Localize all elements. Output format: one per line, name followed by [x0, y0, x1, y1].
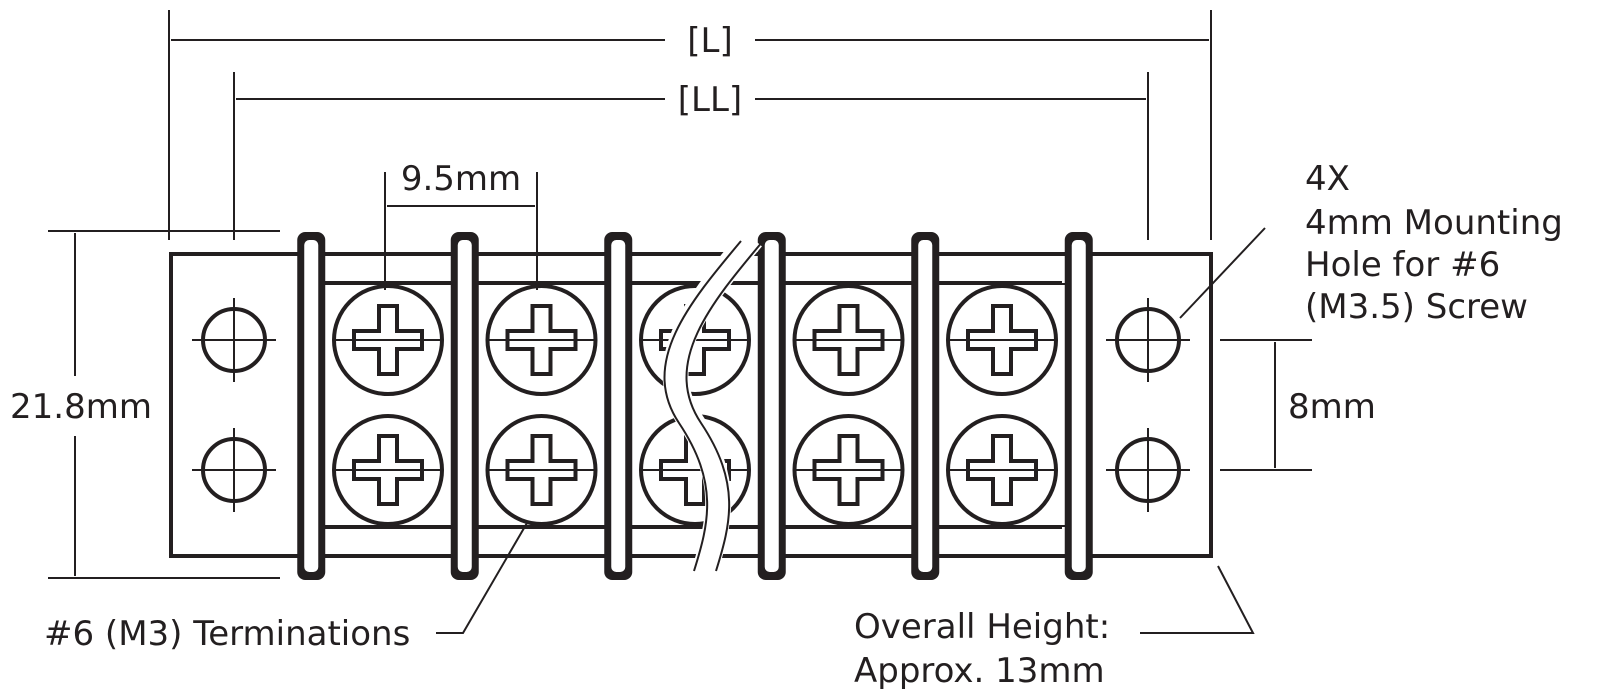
extension-lines — [48, 10, 1312, 579]
mounting-hole-callout: 4X 4mm Mounting Hole for #6 (M3.5) Screw — [1179, 159, 1563, 327]
phillips-head-icon — [659, 304, 731, 376]
termination-screw — [485, 284, 598, 396]
mounting-hole — [192, 428, 276, 512]
break-line-left — [663, 240, 742, 572]
dimension-pitch: 9.5mm — [387, 159, 535, 207]
termination-screw — [332, 414, 444, 526]
mounting-line1-text: 4mm Mounting — [1305, 203, 1563, 243]
pitch-label: 9.5mm — [401, 159, 521, 199]
dimension-hole-spacing: 8mm — [1274, 342, 1376, 468]
terminal-cell — [936, 283, 1068, 527]
height-line2-text: Approx. 13mm — [854, 651, 1105, 691]
break-lines — [662, 229, 764, 574]
phillips-head-icon — [966, 304, 1038, 376]
mounting-length-label: [LL] — [678, 80, 742, 120]
phillips-head-icon — [505, 434, 578, 506]
termination-screw — [946, 284, 1058, 396]
phillips-head-icon — [352, 304, 424, 376]
height-line1-text: Overall Height: — [854, 607, 1110, 647]
width-label: 21.8mm — [10, 387, 152, 427]
dimension-overall-length: [L] — [171, 21, 1209, 61]
termination-screw — [792, 414, 905, 526]
barrier — [297, 232, 326, 580]
termination-screw — [946, 414, 1058, 526]
block-body — [169, 252, 1213, 558]
mounting-hole — [1106, 298, 1190, 382]
hole-spacing-label: 8mm — [1288, 387, 1376, 427]
termination-screw — [332, 284, 444, 396]
mounting-holes — [192, 298, 1190, 512]
terminal-cell — [322, 283, 454, 527]
mounting-hole — [192, 298, 276, 382]
overall-height-callout: Overall Height: Approx. 13mm — [854, 565, 1255, 691]
terminations-callout: #6 (M3) Terminations — [44, 522, 528, 654]
dimension-mounting-length: [LL] — [236, 80, 1146, 120]
terminations-text: #6 (M3) Terminations — [44, 614, 410, 654]
phillips-head-icon — [505, 304, 578, 376]
overall-length-label: [L] — [687, 21, 732, 61]
break-line-right — [685, 240, 764, 572]
barrier — [604, 232, 633, 580]
barriers — [297, 232, 1093, 580]
barrier — [757, 232, 786, 580]
barrier — [1064, 232, 1093, 580]
termination-screw — [792, 284, 905, 396]
termination-screws — [332, 284, 1058, 526]
terminal-block — [169, 229, 1213, 580]
mounting-hole — [1106, 428, 1190, 512]
barrier — [450, 232, 479, 580]
phillips-head-icon — [352, 434, 424, 506]
mounting-line2-text: Hole for #6 — [1305, 245, 1500, 285]
phillips-head-icon — [812, 434, 885, 506]
barrier — [911, 232, 940, 580]
dimension-width: 21.8mm — [10, 233, 152, 576]
phillips-head-icon — [966, 434, 1038, 506]
phillips-head-icon — [812, 304, 885, 376]
mounting-line3-text: (M3.5) Screw — [1305, 287, 1528, 327]
mounting-qty-text: 4X — [1305, 159, 1350, 199]
termination-screw — [485, 414, 598, 526]
terminal-cell — [475, 283, 608, 527]
terminal-cell — [782, 283, 915, 527]
